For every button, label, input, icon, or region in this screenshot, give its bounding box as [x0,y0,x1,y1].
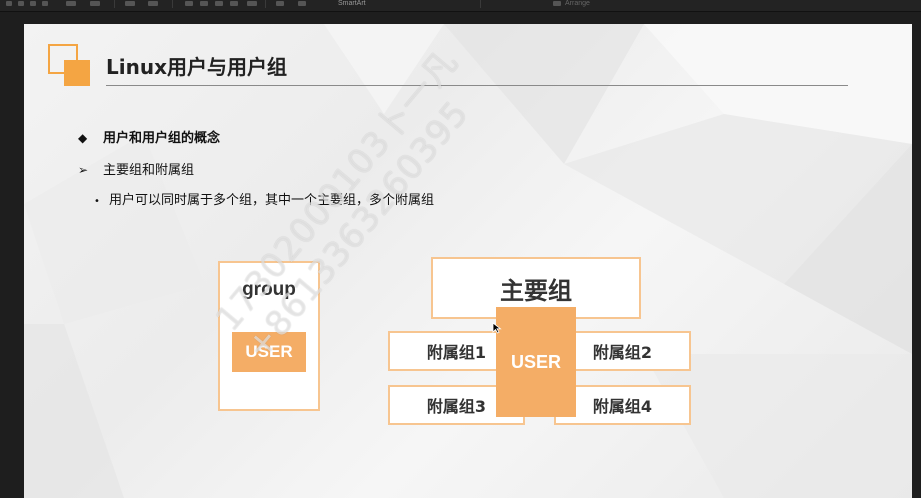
user-small-box[interactable]: USER [232,332,306,372]
toolbar-tool-icon[interactable] [18,1,24,6]
title-divider [106,85,848,86]
bullet-text: 用户可以同时属于多个组，其中一个主要组，多个附属组 [109,193,435,208]
toolbar-tool-icon[interactable] [148,1,158,6]
app-toolbar: SmartArt Arrange [0,0,921,12]
toolbar-tool-icon[interactable] [215,1,223,6]
toolbar-tool-icon[interactable] [30,1,36,6]
toolbar-tool-icon[interactable] [247,1,257,6]
toolbar-tool-icon[interactable] [42,1,48,6]
move-cursor-icon [492,322,502,334]
secondary-group-2[interactable]: 附属组2 [554,331,691,371]
toolbar-separator [480,0,481,8]
logo-square-fill [64,60,90,86]
bullet-text: 主要组和附属组 [103,163,195,178]
toolbar-tool-icon[interactable] [230,1,238,6]
toolbar-tool-icon[interactable] [90,1,100,6]
slide-canvas[interactable]: Linux用户与用户组 ◆ 用户和用户组的概念 ➢ 主要组和附属组 • 用户可以同时属… [24,24,912,498]
arrange-icon[interactable] [553,1,561,6]
toolbar-tool-icon[interactable] [125,1,135,6]
toolbar-separator [114,0,115,8]
toolbar-tool-icon[interactable] [185,1,193,6]
secondary-group-4[interactable]: 附属组4 [554,385,691,425]
toolbar-separator [172,0,173,8]
slide-title: Linux用户与用户组 [106,55,287,79]
bullet-user-groups: • 用户可以同时属于多个组，其中一个主要组，多个附属组 [94,189,434,208]
logo-square-outline [48,44,78,74]
background-facets [24,24,912,498]
toolbar-tool-icon[interactable] [200,1,208,6]
group-label: group [242,279,296,300]
arrange-button[interactable]: Arrange [565,0,590,7]
arrow-bullet-icon: ➢ [78,163,89,177]
toolbar-tool-icon[interactable] [6,1,12,6]
diamond-bullet-icon: ◆ [78,131,88,145]
user-big-box[interactable]: USER [496,307,576,417]
dot-bullet-icon: • [94,196,100,207]
toolbar-tool-icon[interactable] [66,1,76,6]
toolbar-separator [265,0,266,8]
smartart-button[interactable]: SmartArt [338,0,366,7]
bullet-primary-secondary: ➢ 主要组和附属组 [78,159,194,178]
toolbar-tool-icon[interactable] [276,1,284,6]
toolbar-tool-icon[interactable] [298,1,306,6]
bullet-concept: ◆ 用户和用户组的概念 [78,127,220,146]
bullet-text: 用户和用户组的概念 [103,131,221,146]
